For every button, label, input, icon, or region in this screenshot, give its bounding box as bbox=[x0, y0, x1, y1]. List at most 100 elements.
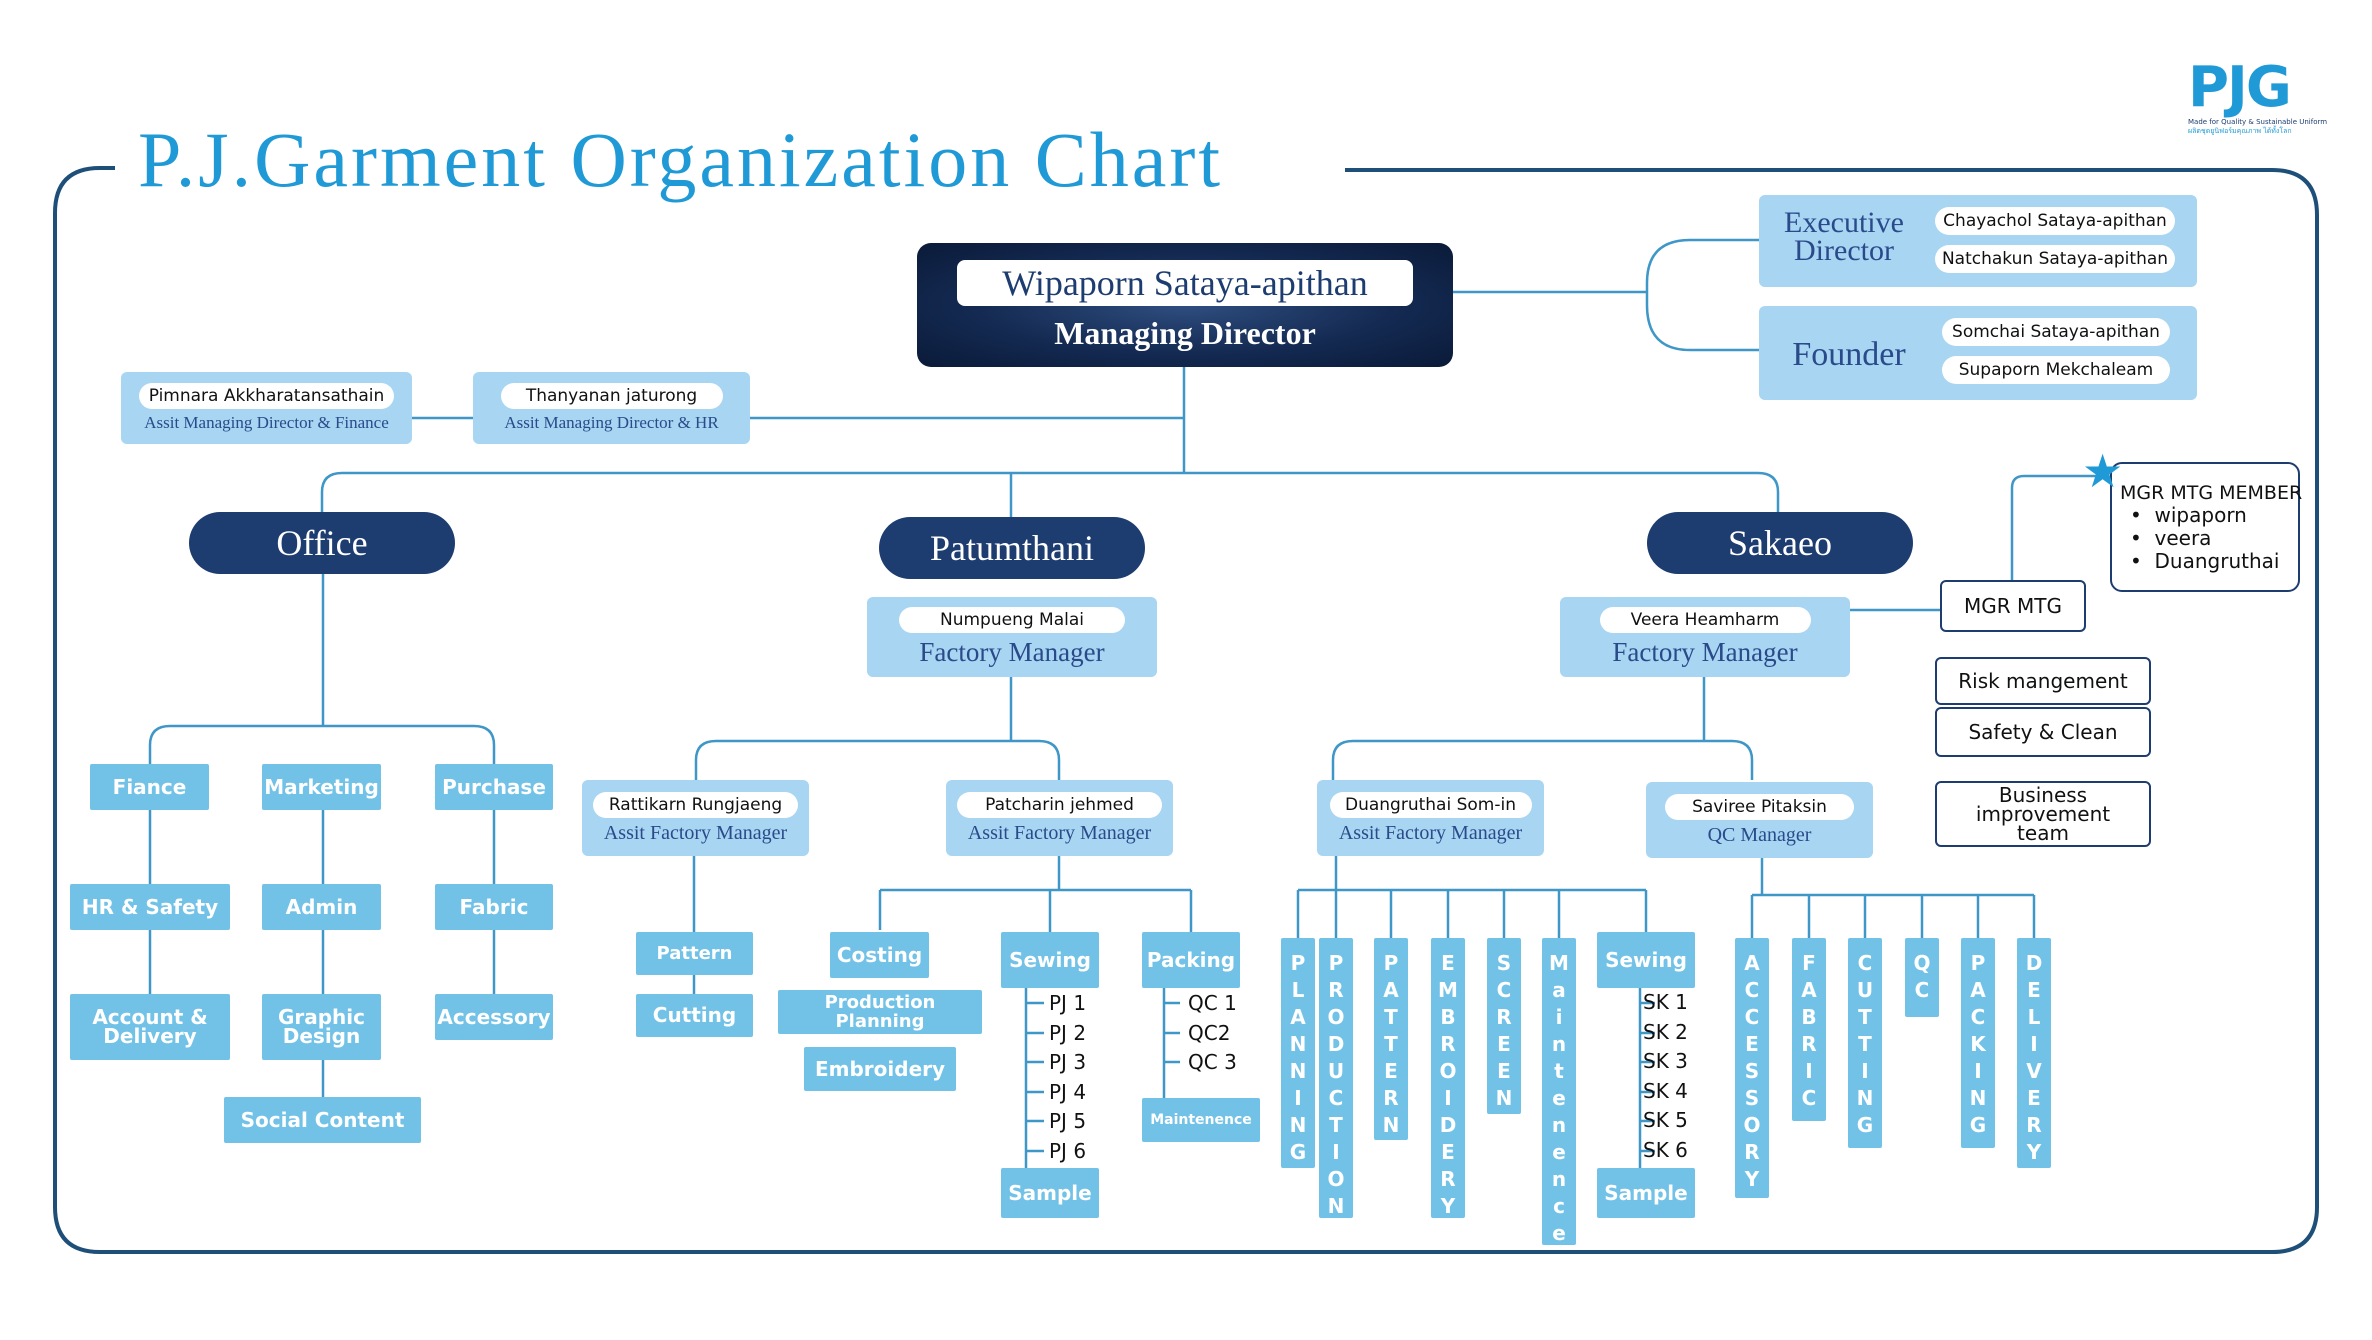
team-business-improvement: Business improvement team bbox=[1935, 781, 2151, 847]
branch-patumthani: Patumthani bbox=[879, 517, 1145, 579]
dept-sample-ptm: Sample bbox=[1001, 1168, 1099, 1218]
vertical-letter: e bbox=[1552, 1221, 1566, 1245]
vertical-letter: R bbox=[1440, 1167, 1456, 1191]
team-safety-clean: Safety & Clean bbox=[1935, 707, 2151, 757]
ptm-fm-name: Numpueng Malai bbox=[899, 606, 1125, 633]
vertical-letter: n bbox=[1551, 1113, 1567, 1137]
qc-line: QC 3 bbox=[1188, 1050, 1237, 1074]
dept-purchase: Purchase bbox=[435, 764, 553, 810]
dept-maintenance-ptm: Maintenence bbox=[1142, 1098, 1260, 1142]
vertical-letter: R bbox=[1744, 1140, 1760, 1164]
vertical-letter: T bbox=[1858, 1005, 1872, 1029]
assist-hr-role: Assit Managing Director & HR bbox=[504, 413, 719, 432]
sewing-line: SK 1 bbox=[1643, 990, 1688, 1014]
sakaeo-factory-manager-box: Veera Heamharm Factory Manager bbox=[1560, 597, 1850, 677]
dept-embroidery: Embroidery bbox=[804, 1047, 956, 1091]
ptm-afm2-name: Patcharin jehmed bbox=[957, 791, 1162, 818]
ptm-afm1-name: Rattikarn Rungjaeng bbox=[593, 791, 798, 818]
dept-costing: Costing bbox=[830, 932, 929, 978]
star-icon: ★ bbox=[2082, 444, 2124, 498]
sk-qcm-name: Saviree Pitaksin bbox=[1665, 793, 1854, 820]
dept-account-delivery: Account & Delivery bbox=[70, 994, 230, 1060]
patumthani-factory-manager-box: Numpueng Malai Factory Manager bbox=[867, 597, 1157, 677]
sewing-line: PJ 6 bbox=[1049, 1138, 1087, 1163]
team-risk-management: Risk mangement bbox=[1935, 657, 2151, 705]
vertical-letter: Y bbox=[2026, 1140, 2042, 1164]
vertical-letter: E bbox=[1745, 1032, 1759, 1056]
vertical-letter: e bbox=[1552, 1086, 1566, 1110]
dept-hr-safety: HR & Safety bbox=[70, 884, 230, 930]
assist-finance-name: Pimnara Akkharatansathain bbox=[138, 383, 395, 409]
sewing-line: PJ 5 bbox=[1049, 1109, 1087, 1133]
md-role: Managing Director bbox=[1054, 315, 1316, 351]
vertical-letter: P bbox=[1328, 951, 1344, 975]
vertical-letter: a bbox=[1552, 978, 1566, 1002]
vertical-letter: I bbox=[1294, 1086, 1302, 1110]
executive-director-box: Executive Director Chayachol Sataya-apit… bbox=[1759, 195, 2197, 287]
vertical-letter: D bbox=[2025, 951, 2043, 975]
vertical-letter: I bbox=[1444, 1086, 1452, 1110]
vertical-letter: T bbox=[1858, 1032, 1872, 1056]
founder-name-1: Somchai Sataya-apithan bbox=[1942, 318, 2170, 346]
vertical-letter: E bbox=[1441, 1140, 1455, 1164]
vertical-letter: L bbox=[2027, 1005, 2041, 1029]
vertical-letter: T bbox=[1384, 1005, 1398, 1029]
logo-tagline: Made for Quality & Sustainable Uniform bbox=[2188, 118, 2328, 126]
vertical-letter: E bbox=[2027, 978, 2041, 1002]
vertical-letter: I bbox=[1974, 1059, 1982, 1083]
vertical-letter: n bbox=[1551, 1032, 1567, 1056]
vertical-letter: R bbox=[1328, 978, 1344, 1002]
dept-sample-sk: Sample bbox=[1597, 1168, 1695, 1218]
dept-cutting: Cutting bbox=[636, 994, 753, 1037]
dept-sewing-ptm: Sewing bbox=[1001, 932, 1099, 988]
pjg-logo: PJG Made for Quality & Sustainable Unifo… bbox=[2188, 58, 2328, 148]
dept-packing: Packing bbox=[1142, 932, 1240, 988]
sk-afm-name: Duangruthai Som-in bbox=[1329, 791, 1532, 818]
dept-production-planning: Production Planning bbox=[778, 990, 982, 1034]
vertical-letter: E bbox=[1384, 1059, 1398, 1083]
vertical-letter: C bbox=[1914, 978, 1930, 1002]
vertical-letter: K bbox=[1970, 1032, 1986, 1056]
dept-fiance: Fiance bbox=[90, 764, 209, 810]
vertical-letter: U bbox=[1856, 978, 1874, 1002]
vertical-letter: R bbox=[1496, 1005, 1512, 1029]
vertical-letter: M bbox=[1549, 951, 1569, 975]
dept-admin: Admin bbox=[262, 884, 381, 930]
branch-office: Office bbox=[189, 512, 455, 574]
exec-label: Executive Director bbox=[1784, 206, 1904, 267]
vertical-letter: T bbox=[1384, 1032, 1398, 1056]
dept-sewing-sk: Sewing bbox=[1597, 932, 1695, 988]
vertical-letter: N bbox=[1382, 1113, 1400, 1137]
sk-qcm-role: QC Manager bbox=[1707, 823, 1812, 846]
vertical-letter: Y bbox=[1440, 1194, 1456, 1218]
vertical-letter: R bbox=[1801, 1032, 1817, 1056]
sewing-line: PJ 1 bbox=[1049, 991, 1087, 1015]
patumthani-afm2-box: Patcharin jehmed Assit Factory Manager bbox=[946, 780, 1173, 856]
vertical-letter: D bbox=[1327, 1032, 1345, 1056]
dept-fabric: Fabric bbox=[435, 884, 553, 930]
vertical-letter: O bbox=[1327, 1005, 1345, 1029]
vertical-letter: C bbox=[1970, 1005, 1986, 1029]
qc-lines: QC 1 QC2 QC 3 bbox=[1188, 989, 1237, 1078]
sewing-lines-ptm: PJ 1 PJ 2 PJ 3 PJ 4 PJ 5 PJ 6 bbox=[1049, 989, 1086, 1166]
sewing-line: PJ 3 bbox=[1049, 1050, 1087, 1074]
vertical-letter: O bbox=[1439, 1059, 1457, 1083]
dept-accessory: Accessory bbox=[435, 994, 553, 1040]
vertical-letter: S bbox=[1496, 951, 1512, 975]
sewing-line: SK 3 bbox=[1643, 1049, 1688, 1073]
sewing-line: PJ 4 bbox=[1049, 1079, 1087, 1104]
sk-fm-role: Factory Manager bbox=[1612, 636, 1798, 667]
vertical-letter: O bbox=[1743, 1113, 1761, 1137]
frame-line bbox=[53, 166, 2319, 1254]
vertical-letter: C bbox=[1744, 1005, 1760, 1029]
vertical-letter: N bbox=[1495, 1086, 1513, 1110]
ptm-afm1-role: Assit Factory Manager bbox=[603, 821, 788, 844]
